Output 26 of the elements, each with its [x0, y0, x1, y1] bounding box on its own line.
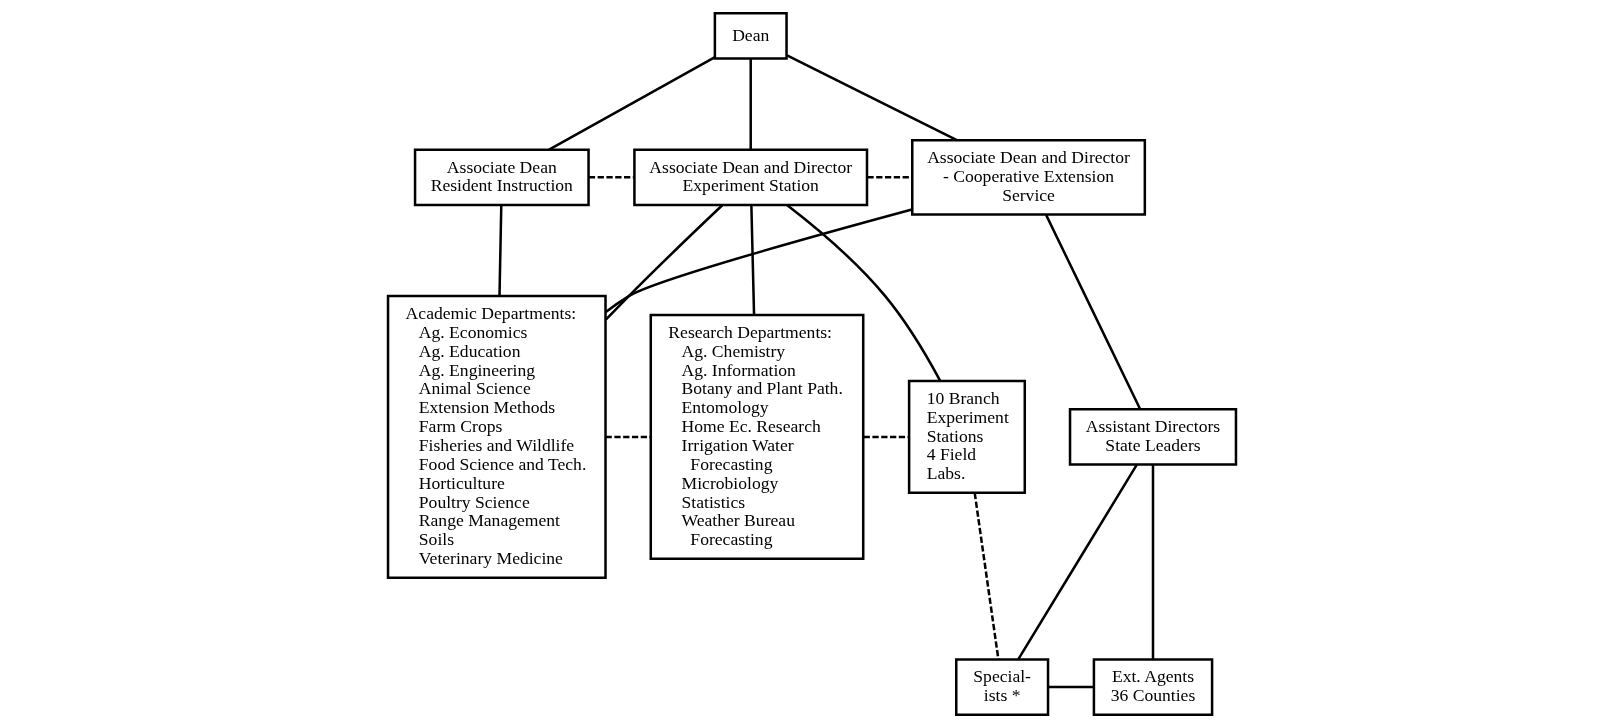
node-box: Associate Dean and Director Experiment Station — [632, 148, 868, 207]
connector — [588, 176, 634, 179]
connector — [605, 435, 650, 439]
connector — [749, 205, 755, 315]
connector — [604, 204, 723, 321]
node-box: Special- ists * — [954, 658, 1049, 716]
node-box: Academic Departments: Ag. Economics Ag. Education Ag. Engineering Animal Science Extension Methods Farm Crops Fisheries and Wildlife Food Science and Tech. Horticulture Poultry Science Range Management Soils Veterinary Medicine — [386, 294, 607, 579]
node-box: Ext. Agents 36 Counties — [1092, 658, 1213, 716]
connector — [1047, 685, 1094, 689]
connector — [785, 54, 957, 142]
connector — [604, 208, 912, 314]
connector — [1016, 464, 1138, 660]
connector — [1044, 214, 1141, 410]
node-box: Associate Dean and Director - Cooperative Extension Service — [910, 138, 1146, 216]
connector — [786, 204, 941, 382]
connector — [863, 435, 909, 439]
node-box: 10 Branch Experiment Stations 4 Field Labs. — [907, 379, 1026, 495]
node-box: Dean — [713, 12, 788, 60]
connector — [866, 176, 912, 179]
connector — [548, 56, 715, 151]
node-box: Research Departments: Ag. Chemistry Ag. Information Botany and Plant Path. Entomology Home Ec. Research Irrigation Water Forecasting Microbiology Statistics Weather Bureau Forecasting — [649, 313, 864, 561]
connector — [497, 205, 503, 297]
connector — [1151, 464, 1154, 660]
node-box: Assistant Directors State Leaders — [1068, 408, 1237, 466]
node-box: Associate Dean Resident Instruction — [413, 148, 590, 207]
connector — [748, 58, 752, 150]
